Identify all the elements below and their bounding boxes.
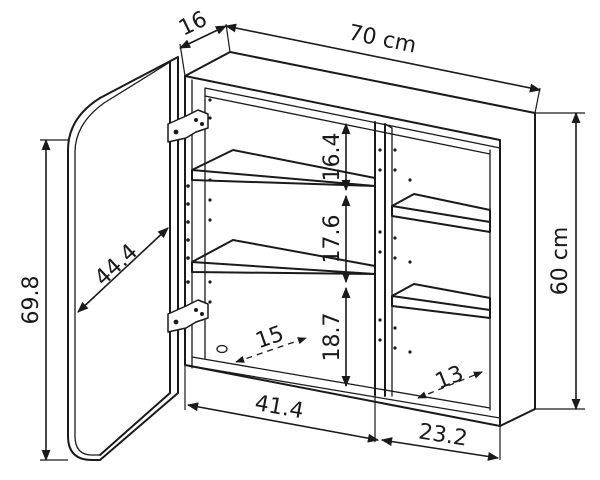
left-shelf-1 <box>191 149 376 187</box>
depth-dimension-line <box>178 25 228 49</box>
door-inner-edge <box>99 61 171 456</box>
cabinet-front-frame <box>184 75 501 427</box>
cabinet-back-edge <box>204 87 501 359</box>
door-inner-curve <box>74 61 171 456</box>
door-width-label: 44.4 <box>90 239 143 291</box>
door-height-label: 69.8 <box>19 276 44 325</box>
shelf-pin-holes <box>186 98 412 354</box>
right-shelf-1 <box>391 193 491 233</box>
shelf-gap-top-label: 16.4 <box>320 133 345 182</box>
center-divider <box>374 121 386 397</box>
right-shelf-depth-dimension-line <box>417 371 483 399</box>
right-shelf-2 <box>391 283 491 319</box>
height-label: 60 cm <box>548 227 573 296</box>
door-outer <box>67 56 179 461</box>
right-shelf-depth-label: 13 <box>432 361 467 395</box>
cabinet-door <box>67 56 179 461</box>
width-dimension-line <box>224 23 542 93</box>
cabinet-body <box>184 51 536 427</box>
cabinet-outline <box>184 51 536 427</box>
left-section-dimension-line <box>186 402 380 443</box>
cabinet-inner-top <box>204 95 491 155</box>
left-section-label: 41.4 <box>253 391 306 424</box>
door-width-dimension-line <box>77 227 169 313</box>
top-hinge <box>167 109 209 143</box>
shelf-gap-middle-label: 17.6 <box>320 215 345 264</box>
bottom-panel <box>184 356 501 419</box>
center-divider-back <box>384 123 393 397</box>
bottom-hinge <box>167 299 209 333</box>
left-shelf-depth-dimension-line <box>235 337 307 363</box>
right-section-dimension-line <box>380 437 500 461</box>
cable-hole <box>216 344 228 354</box>
left-shelf-depth-label: 15 <box>253 321 288 354</box>
left-shelf-2 <box>191 239 376 275</box>
shelf-gap-bottom-label: 18.7 <box>320 313 345 362</box>
